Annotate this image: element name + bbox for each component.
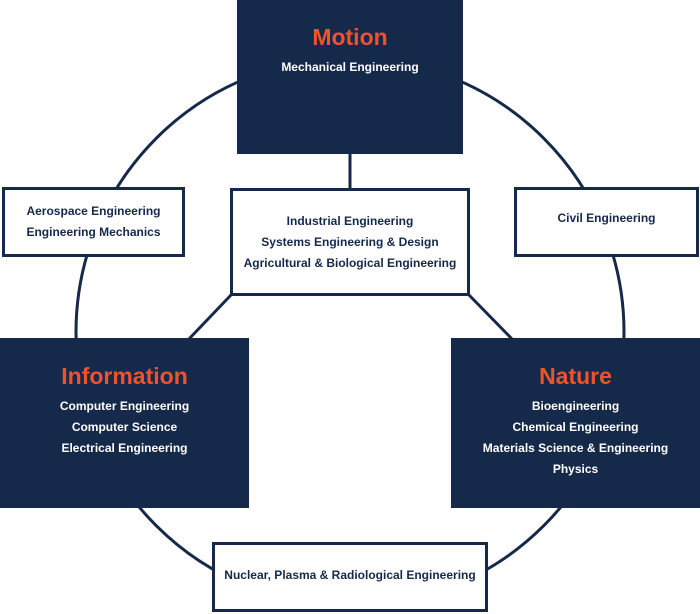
civil-item: Civil Engineering (557, 210, 656, 225)
information-title: Information (61, 363, 188, 389)
nature-title: Nature (539, 363, 612, 389)
information-item: Electrical Engineering (61, 441, 188, 455)
nuclear-box: Nuclear, Plasma & Radiological Engineeri… (212, 542, 488, 612)
information-item: Computer Engineering (59, 399, 190, 413)
motion-box: Motion Mechanical Engineering (237, 0, 463, 154)
aerospace-item: Engineering Mechanics (26, 225, 161, 239)
motion-title: Motion (312, 24, 388, 50)
motion-item: Mechanical Engineering (281, 60, 419, 74)
center-box: Industrial Engineering Systems Engineeri… (230, 188, 470, 296)
nature-item: Materials Science & Engineering (482, 441, 669, 455)
connector-center-information (186, 293, 233, 342)
nature-item: Physics (552, 462, 599, 476)
aerospace-item: Aerospace Engineering (26, 204, 161, 218)
center-item: Systems Engineering & Design (261, 234, 439, 249)
civil-box: Civil Engineering (514, 187, 699, 257)
center-item: Industrial Engineering (286, 213, 414, 228)
information-item: Computer Science (71, 420, 178, 434)
nature-item: Bioengineering (531, 399, 620, 413)
nature-box: Nature Bioengineering Chemical Engineeri… (451, 338, 700, 508)
connector-center-nature (467, 293, 515, 342)
nature-item: Chemical Engineering (512, 420, 639, 434)
aerospace-box: Aerospace Engineering Engineering Mechan… (2, 187, 185, 257)
information-box: Information Computer Engineering Compute… (0, 338, 249, 508)
center-item: Agricultural & Biological Engineering (243, 255, 457, 270)
nuclear-item: Nuclear, Plasma & Radiological Engineeri… (224, 567, 476, 582)
